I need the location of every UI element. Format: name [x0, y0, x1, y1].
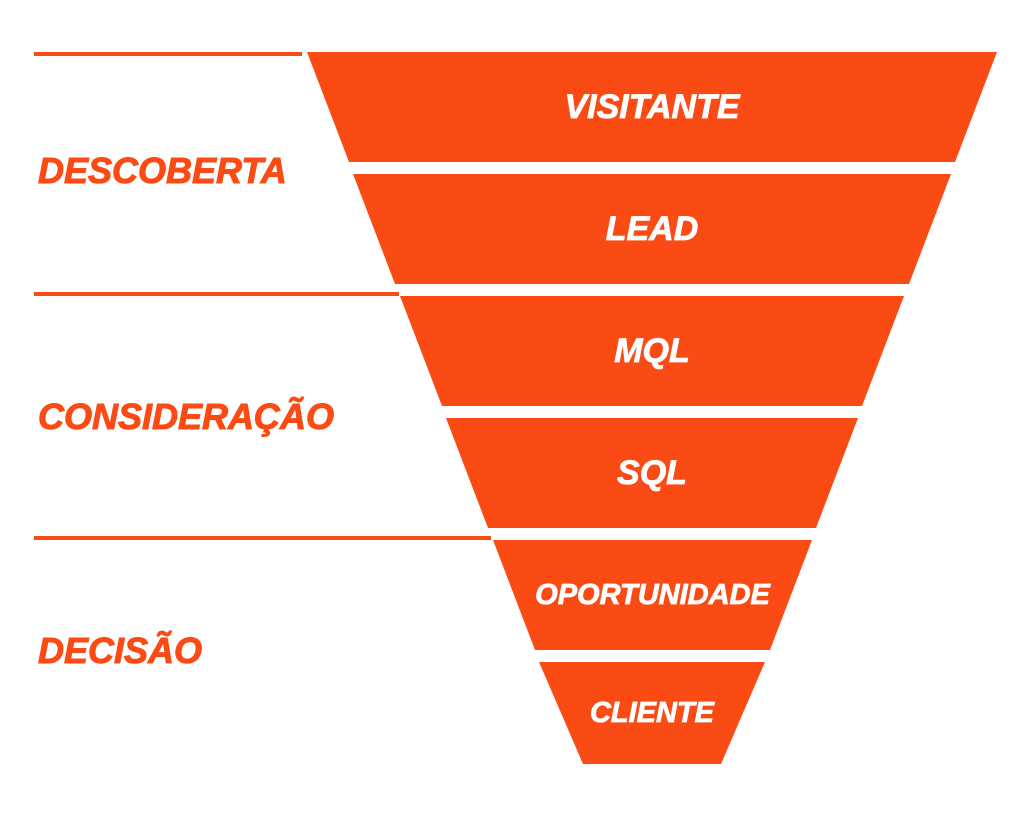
funnel-segment-label-lead: LEAD [605, 209, 699, 248]
funnel-segment-label-sql: SQL [617, 453, 687, 492]
funnel-segment-sql: SQL [446, 418, 858, 528]
funnel-segment-oportunidade: OPORTUNIDADE [493, 540, 812, 650]
stage-label-descoberta: DESCOBERTA [38, 150, 288, 191]
stage-divider-line-descoberta [34, 52, 302, 56]
funnel-segment-label-mql: MQL [614, 331, 690, 370]
stage-label-decisao: DECISÃO [37, 630, 203, 671]
stage-divider-line-decisao [34, 536, 491, 540]
funnel-segment-cliente: CLIENTE [539, 662, 765, 764]
funnel-segment-visitante: VISITANTE [307, 52, 997, 162]
stage-label-consideracao: CONSIDERAÇÃO [37, 396, 335, 437]
funnel-segment-label-visitante: VISITANTE [564, 87, 740, 126]
funnel-segment-label-cliente: CLIENTE [589, 696, 715, 729]
stage-divider-line-consideracao [34, 292, 399, 296]
funnel-segment-label-oportunidade: OPORTUNIDADE [535, 578, 770, 611]
funnel-segment-lead: LEAD [353, 174, 951, 284]
funnel-segment-mql: MQL [400, 296, 904, 406]
